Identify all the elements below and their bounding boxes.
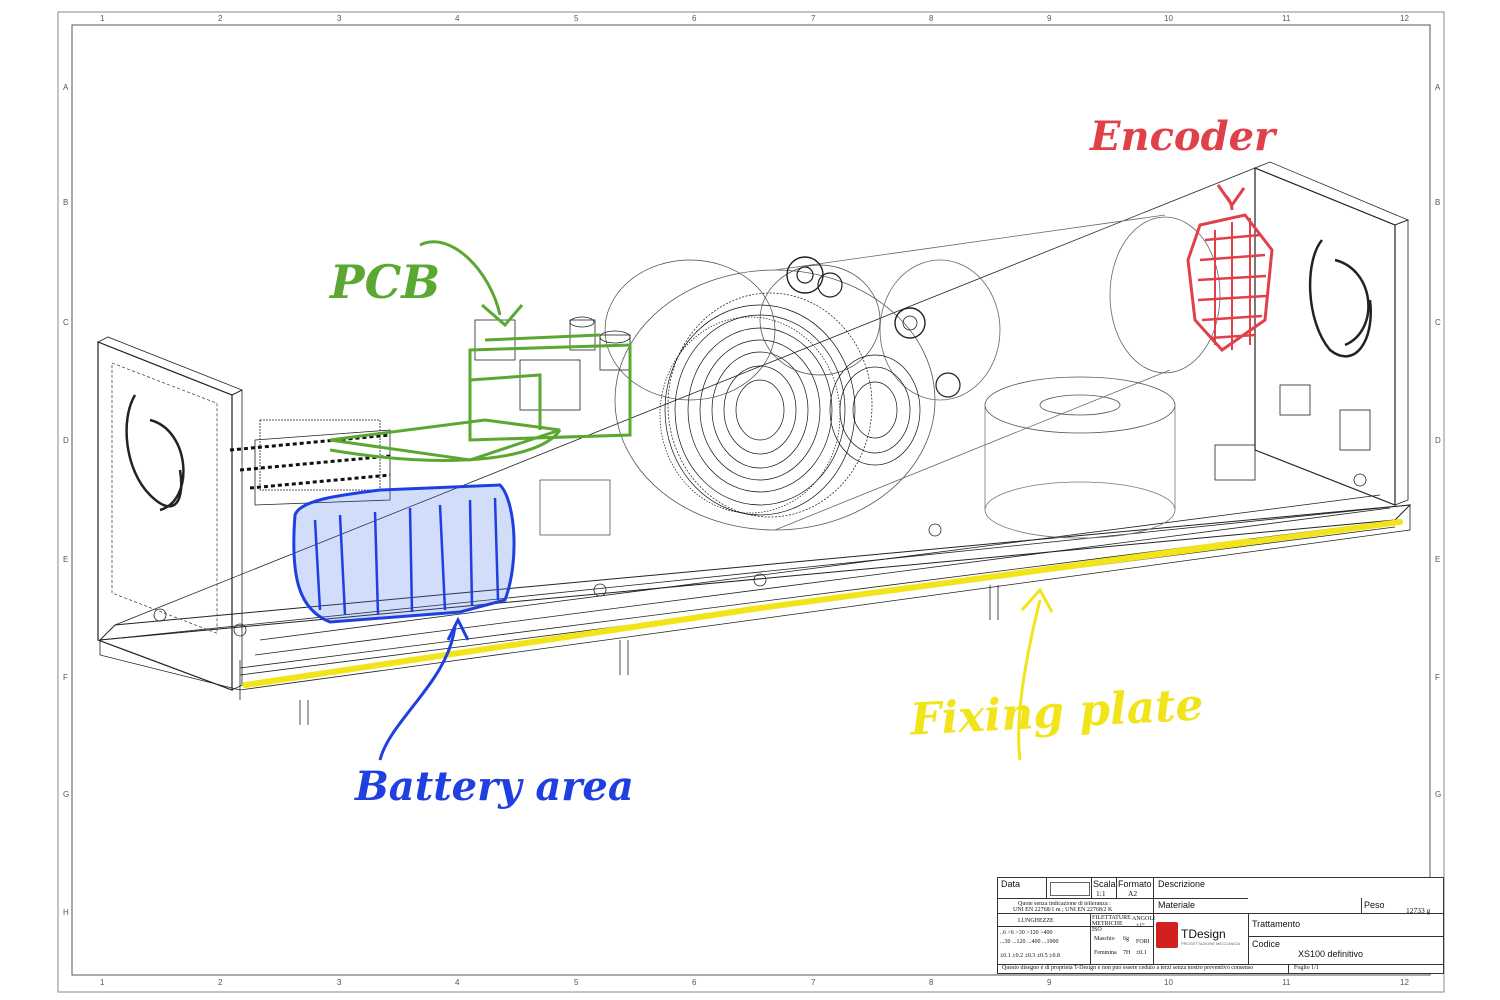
tdesign-logo-icon — [1156, 922, 1178, 948]
col-number: 4 — [455, 978, 460, 987]
data-label: Data — [1001, 879, 1021, 889]
materiale-label: Materiale — [1158, 900, 1196, 910]
logo-subtitle: PROGETTAZIONE MECCANICA — [1181, 941, 1241, 946]
column-numbers-top: 1 2 3 4 5 6 7 8 9 10 11 12 — [100, 14, 1409, 23]
row-letter: D — [1435, 436, 1441, 445]
col-number: 5 — [574, 14, 579, 23]
col-number: 6 — [692, 978, 697, 987]
row-letter: G — [1435, 790, 1441, 799]
row-letter: B — [1435, 198, 1440, 207]
filettature-label: FILETTATURE METRICHE ISO — [1092, 915, 1131, 933]
col-number: 3 — [337, 978, 342, 987]
row-letter: E — [1435, 555, 1440, 564]
battery-annotation: Battery area — [292, 483, 634, 810]
inner-border — [71, 24, 1431, 976]
outer-border — [57, 11, 1445, 993]
row-letter: E — [63, 555, 68, 564]
maschio-label: Maschio — [1094, 936, 1115, 942]
col-number: 10 — [1164, 978, 1173, 987]
pcb-label: PCB — [328, 255, 440, 309]
row-letter: D — [63, 436, 69, 445]
row-letter: H — [63, 908, 69, 917]
formato-label: Formato — [1118, 879, 1152, 889]
fori-value: ±0.1 — [1136, 950, 1147, 956]
gear-cluster — [604, 259, 921, 518]
row-letter: C — [1435, 318, 1441, 327]
row-letter: G — [63, 790, 69, 799]
col-number: 12 — [1400, 14, 1409, 23]
col-number: 11 — [1282, 978, 1291, 987]
peso-label: Peso — [1364, 900, 1385, 910]
row-letter: B — [63, 198, 68, 207]
row-letter: A — [1435, 83, 1441, 92]
femmina-value: 7H — [1123, 950, 1131, 956]
row-letters-left: A B C D E F G H — [63, 83, 69, 917]
scala-label: Scala — [1093, 879, 1116, 889]
col-number: 9 — [1047, 14, 1052, 23]
col-number: 2 — [218, 14, 223, 23]
row-letter: F — [1435, 673, 1440, 682]
row-letter: A — [63, 83, 69, 92]
col-number: 8 — [929, 978, 934, 987]
tolerance-note-2: UNI EN 22768/1 m ; UNI EN 22768/2 K — [1013, 907, 1113, 913]
col-number: 6 — [692, 14, 697, 23]
col-number: 12 — [1400, 978, 1409, 987]
angoli-value: ±1° — [1136, 923, 1145, 929]
row-letter: F — [63, 673, 68, 682]
fixing-plate-label: Fixing plate — [907, 679, 1205, 745]
maschio-value: 6g — [1123, 936, 1129, 942]
lunghezze-row-2: ...30 ...120 ...400 ...1000 — [1000, 939, 1059, 945]
col-number: 4 — [455, 14, 460, 23]
angoli-label: ANGOLI — [1132, 916, 1155, 922]
title-block: Data Scala 1:1 Formato A2 Descrizione Qu… — [997, 877, 1444, 974]
column-numbers-bottom: 1 2 3 4 5 6 7 8 9 10 11 12 — [100, 978, 1409, 987]
projection-symbol-icon — [1050, 882, 1090, 896]
lunghezze-row-1: ..6 >6 >30 >120 >400 — [1000, 930, 1053, 936]
col-number: 5 — [574, 978, 579, 987]
codice-label: Codice — [1252, 939, 1281, 949]
femmina-label: Femmina — [1094, 950, 1117, 956]
assembly-wireframe — [97, 161, 1412, 725]
descrizione-label: Descrizione — [1158, 879, 1206, 889]
lunghezze-row-3: ±0.1 ±0.2 ±0.3 ±0.5 ±0.8 — [1000, 953, 1060, 959]
pcb-annotation: PCB — [328, 240, 632, 462]
formato-value: A2 — [1128, 889, 1138, 898]
col-number: 11 — [1282, 14, 1291, 23]
col-number: 8 — [929, 14, 934, 23]
peso-value: 12733 g — [1406, 906, 1431, 915]
fori-label: FORI — [1136, 939, 1150, 945]
col-number: 7 — [811, 978, 816, 987]
battery-label: Battery area — [354, 763, 634, 810]
tolerance-note-1: Quote senza indicazione di telleranza : — [1018, 901, 1111, 907]
col-number: 2 — [218, 978, 223, 987]
col-number: 1 — [100, 978, 105, 987]
col-number: 10 — [1164, 14, 1173, 23]
col-number: 3 — [337, 14, 342, 23]
encoder-annotation: Encoder — [1089, 113, 1278, 352]
scala-value: 1:1 — [1096, 889, 1106, 898]
foglio-value: Foglio 1/1 — [1294, 965, 1319, 971]
encoder-label: Encoder — [1089, 113, 1278, 160]
row-letters-right: A B C D E F G H — [1435, 83, 1441, 917]
ownership-note: Questo disegno è di proprietà T-Design e… — [1002, 965, 1254, 971]
lunghezze-label: LUNGHEZZE — [1018, 918, 1054, 924]
screws — [153, 473, 1367, 725]
right-end-plate — [1254, 167, 1396, 506]
col-number: 1 — [100, 14, 105, 23]
row-letter: C — [63, 318, 69, 327]
logo-name: TDesign — [1181, 927, 1226, 941]
trattamento-label: Trattamento — [1252, 919, 1301, 929]
codice-value: XS100 definitivo — [1298, 949, 1364, 959]
col-number: 9 — [1047, 978, 1052, 987]
col-number: 7 — [811, 14, 816, 23]
